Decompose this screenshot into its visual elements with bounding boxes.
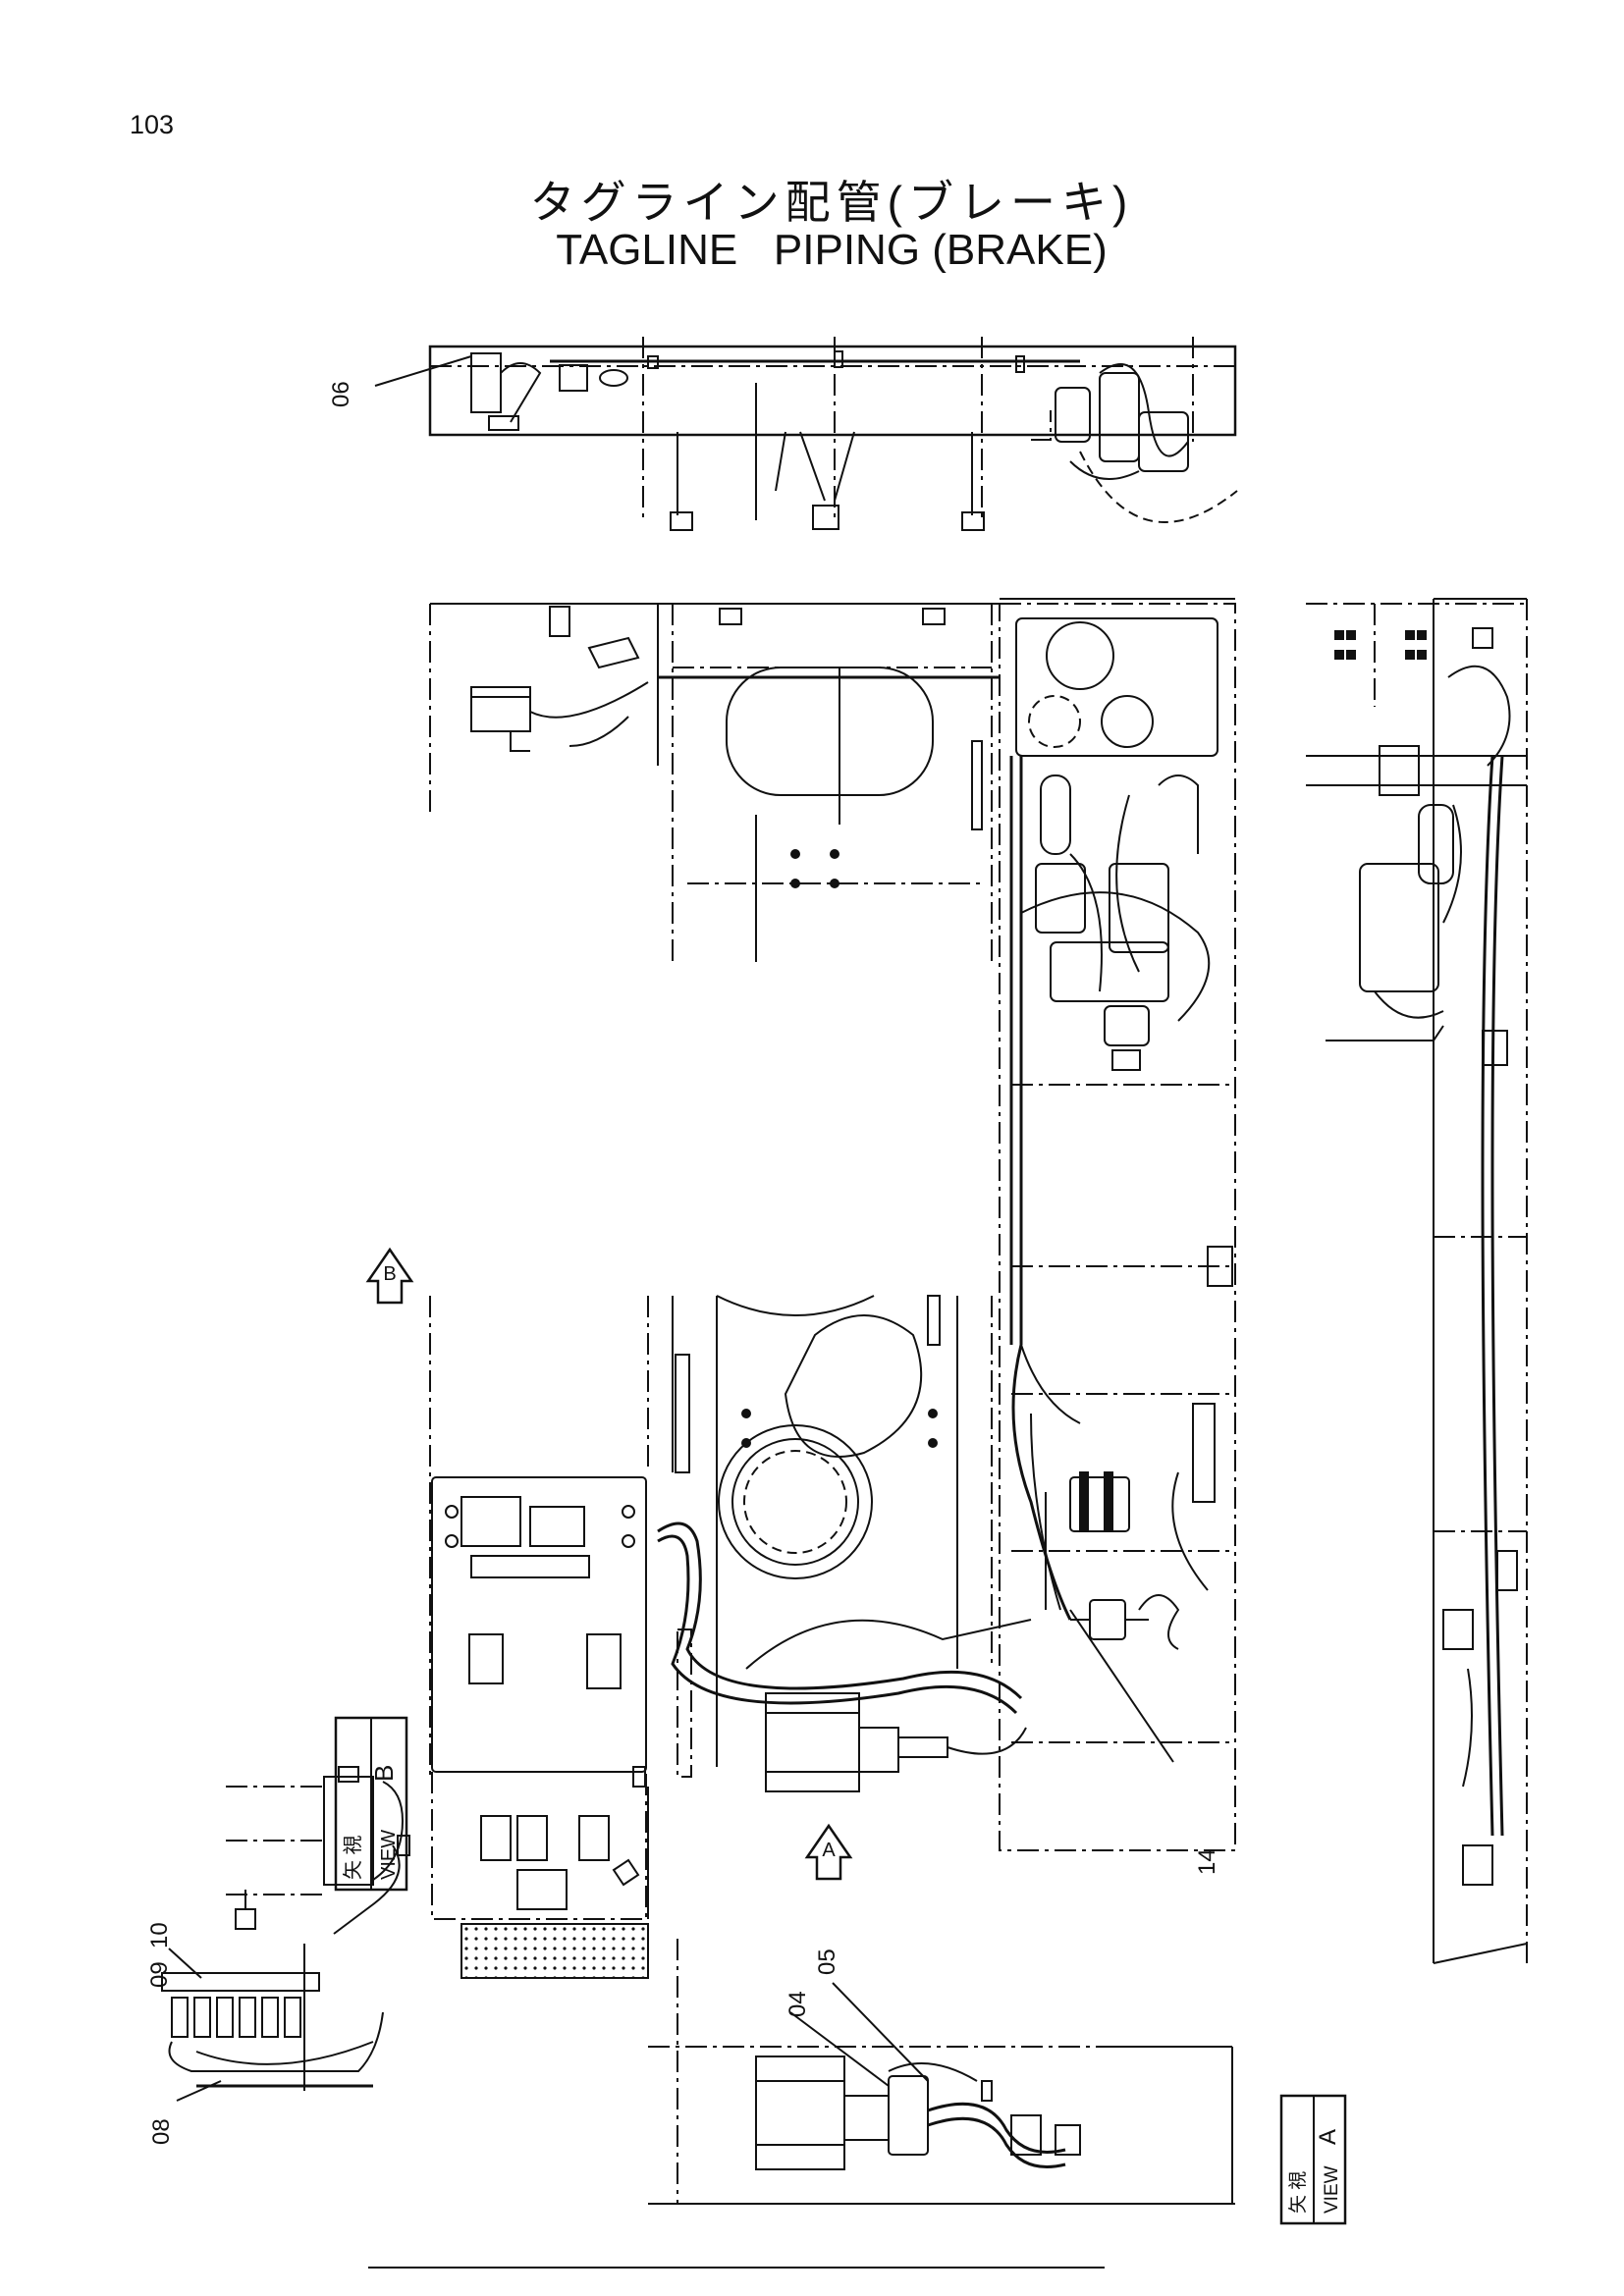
page-number: 103 bbox=[130, 110, 175, 139]
view-b-arrow: B bbox=[365, 1247, 414, 1305]
leader-06 bbox=[374, 355, 472, 387]
callout-14: 14 bbox=[1194, 1848, 1220, 1875]
callout-05: 05 bbox=[814, 1949, 840, 1975]
view-a-letter: A bbox=[1315, 2129, 1341, 2145]
view-b-label-box: 矢 視 VIEW B bbox=[334, 1716, 408, 1892]
view-a-arrow: A bbox=[804, 1823, 853, 1881]
callout-04: 04 bbox=[785, 1991, 811, 2017]
view-b-arrow-label: B bbox=[383, 1263, 396, 1285]
view-a-jp: 矢 視 bbox=[1287, 2171, 1309, 2214]
view-a-en: VIEW bbox=[1322, 2165, 1342, 2214]
top-view bbox=[428, 337, 1238, 531]
leader-08 bbox=[176, 2080, 222, 2102]
view-a-label-box: 矢 視 VIEW A bbox=[1279, 2094, 1347, 2225]
title-japanese: タグライン配管(ブレーキ) bbox=[529, 177, 1134, 228]
leader-09 bbox=[168, 1948, 202, 1979]
view-b-en: VIEW bbox=[378, 1830, 400, 1880]
main-plan-view bbox=[429, 598, 1236, 1979]
view-b-detail bbox=[161, 1766, 410, 2091]
callout-09: 09 bbox=[146, 1961, 173, 1988]
callout-06: 06 bbox=[328, 381, 354, 407]
view-a-detail bbox=[648, 1939, 1235, 2205]
callout-08: 08 bbox=[148, 2118, 175, 2145]
leader-14 bbox=[1069, 1609, 1174, 1763]
callout-10: 10 bbox=[146, 1922, 173, 1949]
side-elevation bbox=[1306, 598, 1528, 1964]
leader-05 bbox=[832, 1982, 929, 2082]
view-b-jp: 矢 視 bbox=[342, 1835, 364, 1880]
leader-04 bbox=[789, 2011, 890, 2087]
title-english: TAGLINE PIPING (BRAKE) bbox=[556, 226, 1108, 274]
view-a-arrow-label: A bbox=[822, 1840, 836, 1861]
view-b-letter: B bbox=[369, 1765, 399, 1782]
